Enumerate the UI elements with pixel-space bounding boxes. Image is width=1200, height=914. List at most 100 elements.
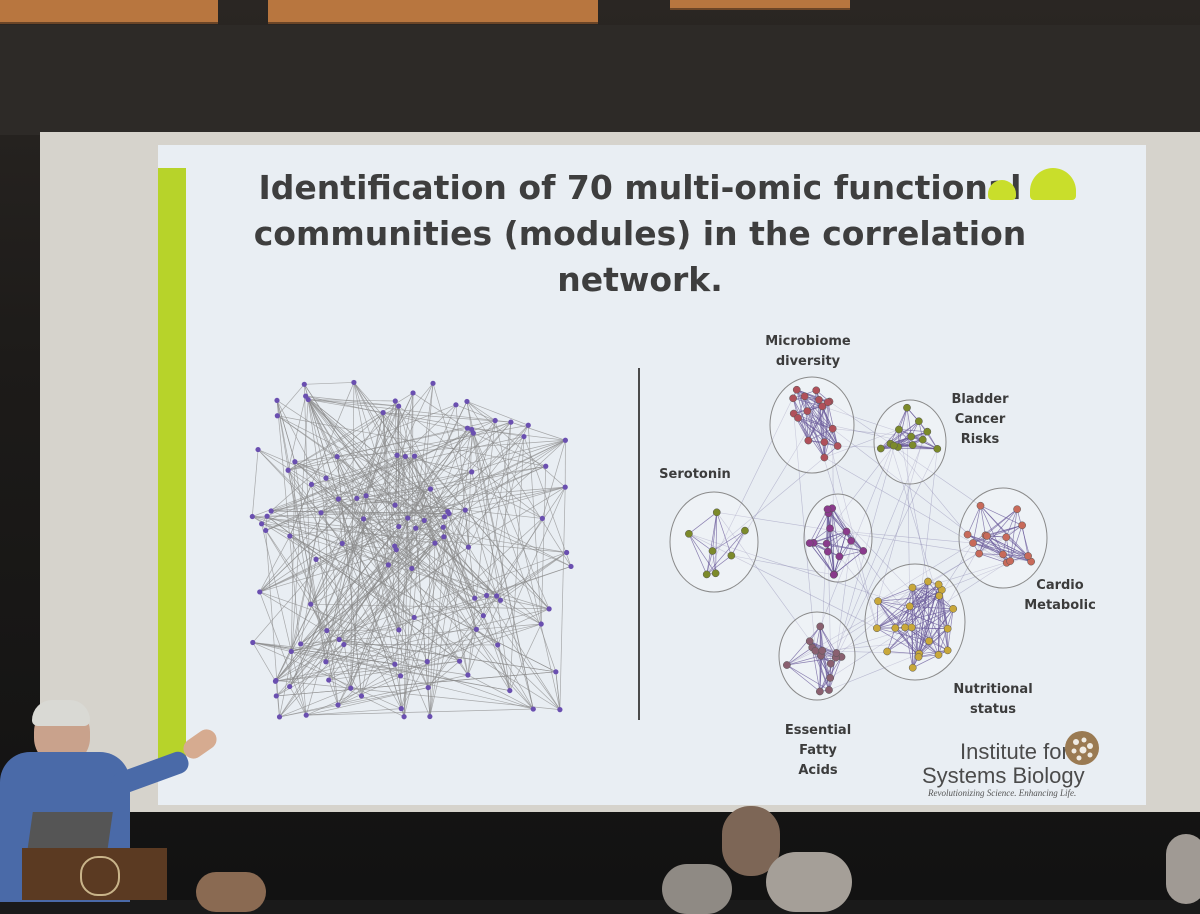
module-node — [873, 625, 880, 632]
module-node — [703, 571, 710, 578]
audience-head — [766, 852, 852, 912]
module-node — [709, 547, 716, 554]
module-node — [1019, 522, 1026, 529]
module-node — [712, 570, 719, 577]
module-node — [935, 581, 942, 588]
module-node — [833, 649, 840, 656]
module-node — [834, 442, 841, 449]
module-label-serotonin: Serotonin — [645, 465, 745, 485]
module-cluster — [670, 492, 758, 592]
module-node — [821, 439, 828, 446]
module-node — [821, 454, 828, 461]
module-node — [1007, 557, 1014, 564]
module-node — [901, 624, 908, 631]
module-node — [977, 502, 984, 509]
module-node — [816, 688, 823, 695]
module-node — [819, 403, 826, 410]
module-node — [827, 660, 834, 667]
module-node — [830, 571, 837, 578]
module-node — [812, 647, 819, 654]
isb-logo-icon — [1062, 730, 1102, 770]
audience-head — [196, 872, 266, 912]
module-node — [741, 527, 748, 534]
module-node — [848, 537, 855, 544]
module-node — [783, 661, 790, 668]
laptop — [27, 812, 113, 852]
module-node — [824, 548, 831, 555]
module-node — [983, 532, 990, 539]
presenter-arm — [109, 749, 192, 797]
module-node — [1024, 552, 1031, 559]
logo-line-2: Systems Biology — [922, 764, 1085, 788]
module-node — [892, 624, 899, 631]
module-node — [790, 395, 797, 402]
logo-tagline: Revolutionizing Science. Enhancing Life. — [928, 788, 1076, 798]
logo-line-1: Institute for — [960, 740, 1069, 764]
module-node — [999, 551, 1006, 558]
module-node — [806, 540, 813, 547]
module-node — [903, 404, 910, 411]
module-node — [817, 623, 824, 630]
module-node — [801, 393, 808, 400]
module-node — [919, 436, 926, 443]
module-node — [813, 387, 820, 394]
module-node — [836, 553, 843, 560]
module-node — [815, 396, 822, 403]
module-node — [819, 647, 826, 654]
module-node — [824, 506, 831, 513]
module-node — [884, 648, 891, 655]
module-node — [924, 578, 931, 585]
module-node — [915, 653, 922, 660]
module-cluster — [804, 494, 872, 582]
module-node — [895, 426, 902, 433]
audience-head — [662, 864, 732, 914]
module-node — [826, 525, 833, 532]
module-node — [950, 605, 957, 612]
module-node — [860, 547, 867, 554]
module-node — [890, 442, 897, 449]
module-node — [829, 425, 836, 432]
podium-seal — [80, 856, 120, 896]
module-node — [909, 584, 916, 591]
module-cluster — [779, 612, 855, 700]
module-node — [827, 674, 834, 681]
module-node — [909, 664, 916, 671]
module-node — [1003, 534, 1010, 541]
module-node — [728, 552, 735, 559]
module-node — [969, 539, 976, 546]
module-node — [909, 442, 916, 449]
module-node — [908, 624, 915, 631]
module-cluster — [959, 488, 1047, 588]
module-node — [793, 386, 800, 393]
module-node — [935, 651, 942, 658]
module-node — [825, 686, 832, 693]
module-node — [877, 445, 884, 452]
module-cluster — [770, 377, 854, 473]
audience-head — [1166, 834, 1200, 904]
module-node — [823, 540, 830, 547]
module-cluster — [865, 564, 965, 680]
module-node — [906, 603, 913, 610]
module-node — [964, 531, 971, 538]
module-node — [944, 647, 951, 654]
module-node — [915, 418, 922, 425]
module-node — [1013, 506, 1020, 513]
module-node — [713, 509, 720, 516]
module-node — [806, 638, 813, 645]
module-node — [976, 550, 983, 557]
module-node — [874, 598, 881, 605]
module-node — [944, 625, 951, 632]
module-node — [804, 407, 811, 414]
module-node — [805, 437, 812, 444]
module-node — [685, 530, 692, 537]
presenter-hair — [32, 700, 90, 726]
module-node — [936, 592, 943, 599]
module-node — [843, 528, 850, 535]
module-node — [908, 433, 915, 440]
module-node — [925, 637, 932, 644]
